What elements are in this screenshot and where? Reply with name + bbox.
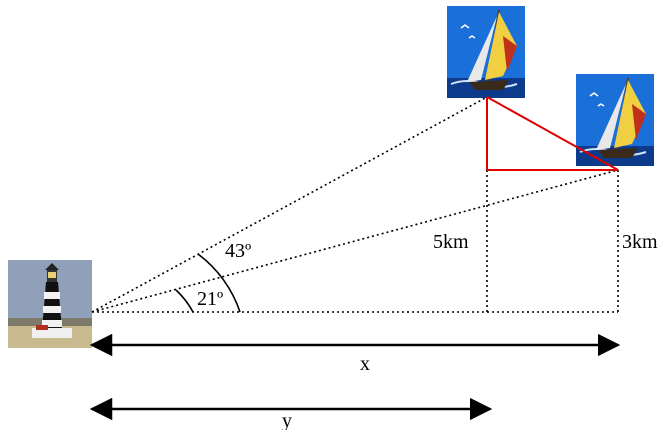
height-label-3km: 3km: [622, 231, 658, 253]
sailboat-icon: [447, 6, 525, 98]
angle-label-21: 21º: [197, 288, 223, 310]
sight-line-21: [91, 169, 619, 313]
angle-arc-21: [175, 289, 194, 313]
sailboat-icon: [576, 74, 654, 166]
lighthouse-icon: [8, 260, 92, 348]
angle-arcs: [175, 253, 241, 313]
angle-arc-43: [197, 253, 241, 313]
distance-label-y: y: [282, 410, 292, 430]
distance-label-x: x: [360, 353, 370, 375]
angle-label-43: 43º: [225, 240, 251, 262]
red-triangle: [486, 96, 619, 171]
height-label-5km: 5km: [433, 231, 469, 253]
sight-lines: [91, 96, 619, 313]
sight-line-43: [91, 96, 488, 313]
